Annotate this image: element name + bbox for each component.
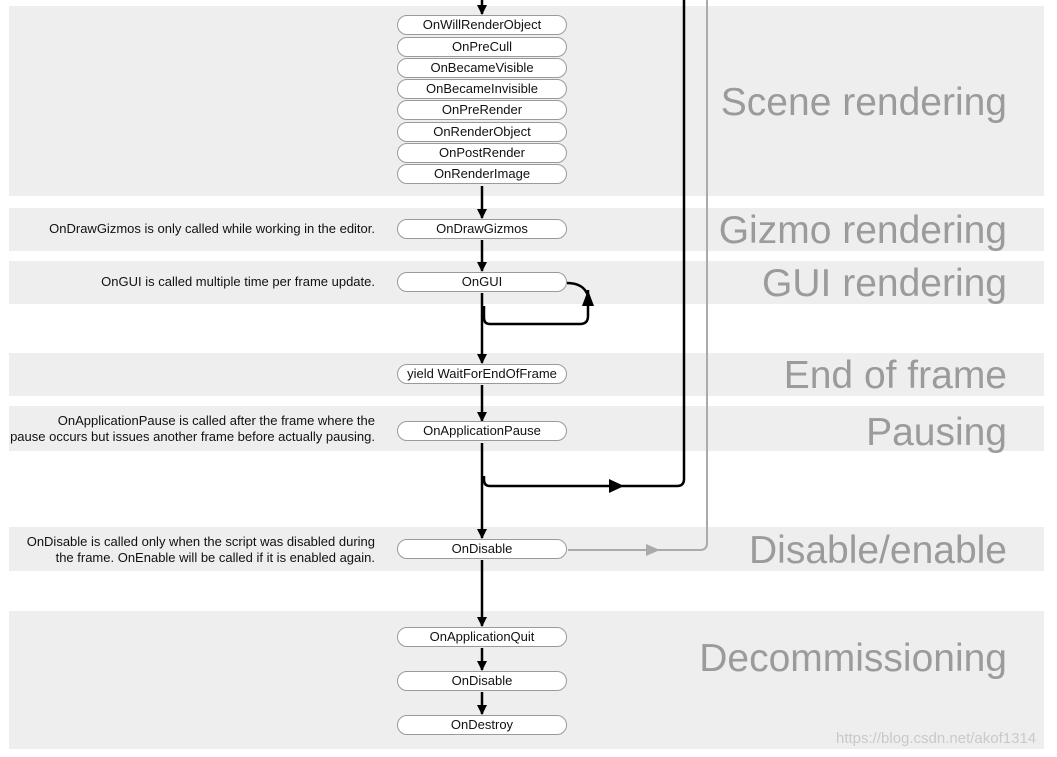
arrow-loop-back xyxy=(482,0,686,488)
section-title-decommissioning: Decommissioning xyxy=(699,637,1007,680)
node-ondisable-decommission: OnDisable xyxy=(397,671,567,691)
node-onrenderobject: OnRenderObject xyxy=(397,122,567,142)
section-title-scene-rendering: Scene rendering xyxy=(720,81,1007,124)
arrow-ongui-loop-entry xyxy=(566,281,590,297)
node-ondisable: OnDisable xyxy=(397,539,567,559)
node-onprerender: OnPreRender xyxy=(397,100,567,120)
note-ondisable-line-1: OnDisable is called only when the script… xyxy=(26,534,375,549)
section-title-pausing: Pausing xyxy=(866,411,1007,454)
node-onpostrender: OnPostRender xyxy=(397,143,567,163)
note-ondrawgizmos: OnDrawGizmos is only called while workin… xyxy=(49,221,375,237)
node-ondestroy: OnDestroy xyxy=(397,715,567,735)
node-onrenderimage: OnRenderImage xyxy=(397,164,567,184)
node-onbecamevisible: OnBecameVisible xyxy=(397,58,567,78)
note-ondisable: OnDisable is called only when the script… xyxy=(27,534,375,566)
arrow-enable-loop xyxy=(568,0,708,551)
note-onapplicationpause-line-1: OnApplicationPause is called after the f… xyxy=(57,413,375,428)
node-onprecull: OnPreCull xyxy=(397,37,567,57)
note-onapplicationpause-line-2: pause occurs but issues another frame be… xyxy=(10,429,375,444)
note-ongui-line: OnGUI is called multiple time per frame … xyxy=(101,274,375,289)
arrow-loop-back-head xyxy=(609,479,624,493)
arrow-enable-loop-head xyxy=(646,544,660,556)
section-title-disable-enable: Disable/enable xyxy=(748,529,1007,572)
note-onapplicationpause: OnApplicationPause is called after the f… xyxy=(10,413,375,445)
node-onwillrenderobject: OnWillRenderObject xyxy=(397,15,567,35)
note-ondisable-line-2: the frame. OnEnable will be called if it… xyxy=(55,550,375,565)
note-ongui: OnGUI is called multiple time per frame … xyxy=(101,274,375,290)
node-onapplicationpause: OnApplicationPause xyxy=(397,421,567,441)
node-onapplicationquit: OnApplicationQuit xyxy=(397,627,567,647)
section-title-end-of-frame: End of frame xyxy=(783,354,1007,397)
note-ondrawgizmos-line: OnDrawGizmos is only called while workin… xyxy=(49,221,375,236)
node-ondrawgizmos: OnDrawGizmos xyxy=(397,219,567,239)
arrow-ongui-loop-head xyxy=(582,290,594,306)
arrow-ongui-loop xyxy=(482,290,590,326)
section-title-gizmo-rendering: Gizmo rendering xyxy=(718,209,1007,252)
node-yield-waitforendofframe: yield WaitForEndOfFrame xyxy=(397,364,567,384)
node-ongui: OnGUI xyxy=(397,272,567,292)
section-title-gui-rendering: GUI rendering xyxy=(762,262,1007,305)
node-onbecameinvisible: OnBecameInvisible xyxy=(397,79,567,99)
watermark: https://blog.csdn.net/akof1314 xyxy=(836,730,1037,747)
